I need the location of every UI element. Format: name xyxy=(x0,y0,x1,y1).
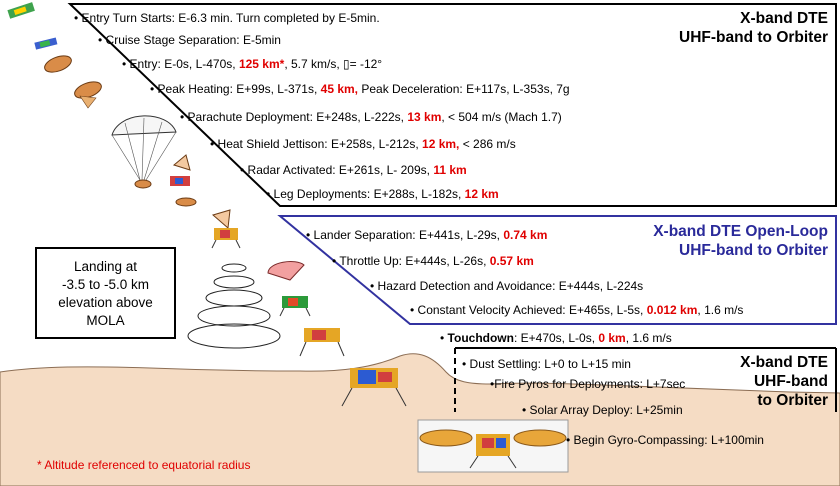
event-solar-array-deploy: • Solar Array Deploy: L+25min xyxy=(522,403,683,417)
event-entry: • Entry: E-0s, L-470s, 125 km*, 5.7 km/s… xyxy=(122,57,383,71)
lander-with-backshell-icon xyxy=(211,209,241,249)
phase-box-mid-border xyxy=(277,215,837,325)
event-dust-settling: • Dust Settling: L+0 to L+15 min xyxy=(462,357,631,371)
landing-box-line: MOLA xyxy=(86,313,125,328)
event-cruise-separation: • Cruise Stage Separation: E-5min xyxy=(98,33,281,47)
event-constant-velocity: • Constant Velocity Achieved: E+465s, L-… xyxy=(410,303,744,317)
landing-box-line: elevation above xyxy=(58,295,153,310)
phase-label-top: X-band DTE UHF-band to Orbiter xyxy=(679,9,828,47)
landed-lander-icon xyxy=(341,368,407,407)
footnote: * Altitude referenced to equatorial radi… xyxy=(37,458,251,472)
event-throttle-up: • Throttle Up: E+444s, L-26s, 0.57 km xyxy=(332,254,534,268)
phase-label-mid: X-band DTE Open-Loop UHF-band to Orbiter xyxy=(653,222,828,260)
landing-elevation-box: Landing at -3.5 to -5.0 km elevation abo… xyxy=(35,247,176,339)
event-lander-separation: • Lander Separation: E+441s, L-29s, 0.74… xyxy=(306,228,548,242)
event-heat-shield-jettison: • Heat Shield Jettison: E+258s, L-212s, … xyxy=(210,137,516,151)
phase-label-bottom: X-band DTE UHF-band to Orbiter xyxy=(740,353,828,410)
parachute-icon xyxy=(111,115,177,189)
phase-label-line: UHF-band to Orbiter xyxy=(679,29,828,46)
aeroshell-icon xyxy=(44,55,72,73)
near-touchdown-lander-icon xyxy=(299,328,345,357)
cruise-stage-icon xyxy=(7,2,35,19)
heat-shield-jettison-icon xyxy=(175,197,197,207)
event-gyro-compassing: • Begin Gyro-Compassing: L+100min xyxy=(566,433,764,447)
event-parachute-deployment: • Parachute Deployment: E+248s, L-222s, … xyxy=(180,110,562,124)
event-radar-activated: • Radar Activated: E+261s, L- 209s, 11 k… xyxy=(240,163,467,177)
radar-beam-icon xyxy=(187,263,281,349)
phase-label-line: X-band DTE Open-Loop xyxy=(653,223,828,240)
event-leg-deployments: • Leg Deployments: E+288s, L-182s, 12 km xyxy=(266,187,499,201)
phase-label-line: X-band DTE xyxy=(740,354,828,371)
phase-label-line: UHF-band to Orbiter xyxy=(679,242,828,259)
event-touchdown: • Touchdown: E+470s, L-0s, 0 km, 1.6 m/s xyxy=(440,331,672,345)
phase-label-line: X-band DTE xyxy=(740,10,828,27)
backshell-icon xyxy=(170,154,191,186)
phase-label-line: to Orbiter xyxy=(757,392,828,409)
cruise-stage-separated-icon xyxy=(34,37,58,50)
solar-array-icon xyxy=(417,419,569,473)
landing-box-line: -3.5 to -5.0 km xyxy=(61,277,150,292)
powered-descent-lander-icon xyxy=(279,296,311,317)
landing-box-line: Landing at xyxy=(73,259,138,274)
event-hazard-detection: • Hazard Detection and Avoidance: E+444s… xyxy=(370,279,644,293)
phase-box-top-border xyxy=(67,3,837,207)
event-entry-turn: • Entry Turn Starts: E-6.3 min. Turn com… xyxy=(74,11,380,25)
event-fire-pyros: •Fire Pyros for Deployments: L+7sec xyxy=(490,377,686,391)
phase-label-line: UHF-band xyxy=(753,373,828,390)
aeroshell-heating-icon xyxy=(74,81,102,109)
event-peak-heating: • Peak Heating: E+99s, L-371s, 45 km, Pe… xyxy=(150,82,570,96)
separated-backshell-icon xyxy=(267,261,305,281)
